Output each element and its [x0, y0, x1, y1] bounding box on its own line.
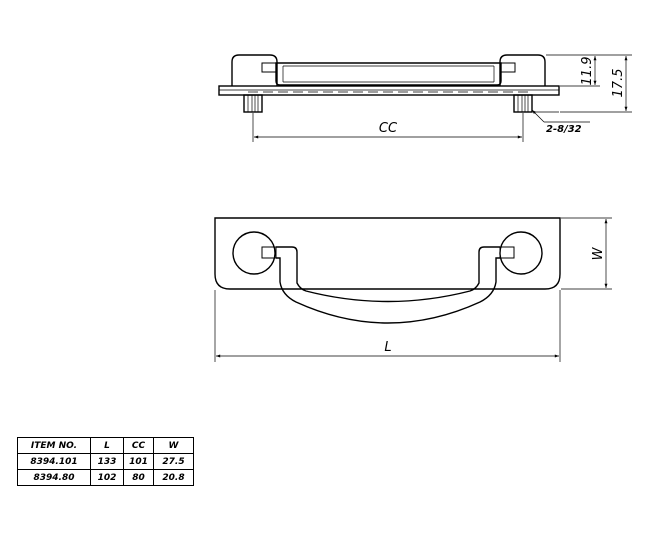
length-dimension-label: L [384, 340, 391, 355]
side-left-pin [261, 62, 277, 73]
screw-callout-label: 2-8/32 [546, 124, 582, 135]
header-l: L [90, 437, 124, 454]
table-row: 8394.80 102 80 20.8 [17, 469, 194, 486]
cell-cc: 101 [123, 453, 154, 470]
cell-w: 20.8 [153, 469, 194, 486]
side-view: CC 2-8/32 11.9 17.5 [218, 54, 632, 142]
side-right-screw-boss [513, 94, 533, 113]
side-right-post [499, 54, 546, 86]
side-handle-bar [275, 62, 502, 86]
height-inner-label: 11.9 [580, 57, 595, 86]
side-right-pin [500, 62, 516, 73]
table-row: 8394.101 133 101 27.5 [17, 453, 194, 470]
cell-l: 133 [90, 453, 124, 470]
top-handle-inner [276, 257, 500, 324]
cell-item-no: 8394.101 [17, 453, 91, 470]
header-item-no: ITEM NO. [17, 437, 91, 454]
header-cc: CC [123, 437, 154, 454]
cell-l: 102 [90, 469, 124, 486]
cell-cc: 80 [123, 469, 154, 486]
top-view: W L [214, 217, 612, 362]
side-left-post [231, 54, 278, 86]
width-dimension-label: W [591, 246, 606, 260]
side-left-screw-boss [243, 94, 263, 113]
top-handle-outline [276, 246, 500, 303]
right-mounting-hole [499, 231, 543, 275]
height-total-label: 17.5 [611, 69, 626, 98]
table-header-row: ITEM NO. L CC W [17, 437, 194, 454]
left-mounting-hole [232, 231, 276, 275]
top-plate-outline [214, 217, 561, 290]
spec-table: ITEM NO. L CC W 8394.101 133 101 27.5 83… [17, 437, 194, 486]
header-w: W [153, 437, 194, 454]
side-base-plate [218, 85, 560, 96]
cc-dimension-label: CC [379, 121, 398, 136]
cell-w: 27.5 [153, 453, 194, 470]
right-pin-top [499, 246, 515, 259]
cell-item-no: 8394.80 [17, 469, 91, 486]
